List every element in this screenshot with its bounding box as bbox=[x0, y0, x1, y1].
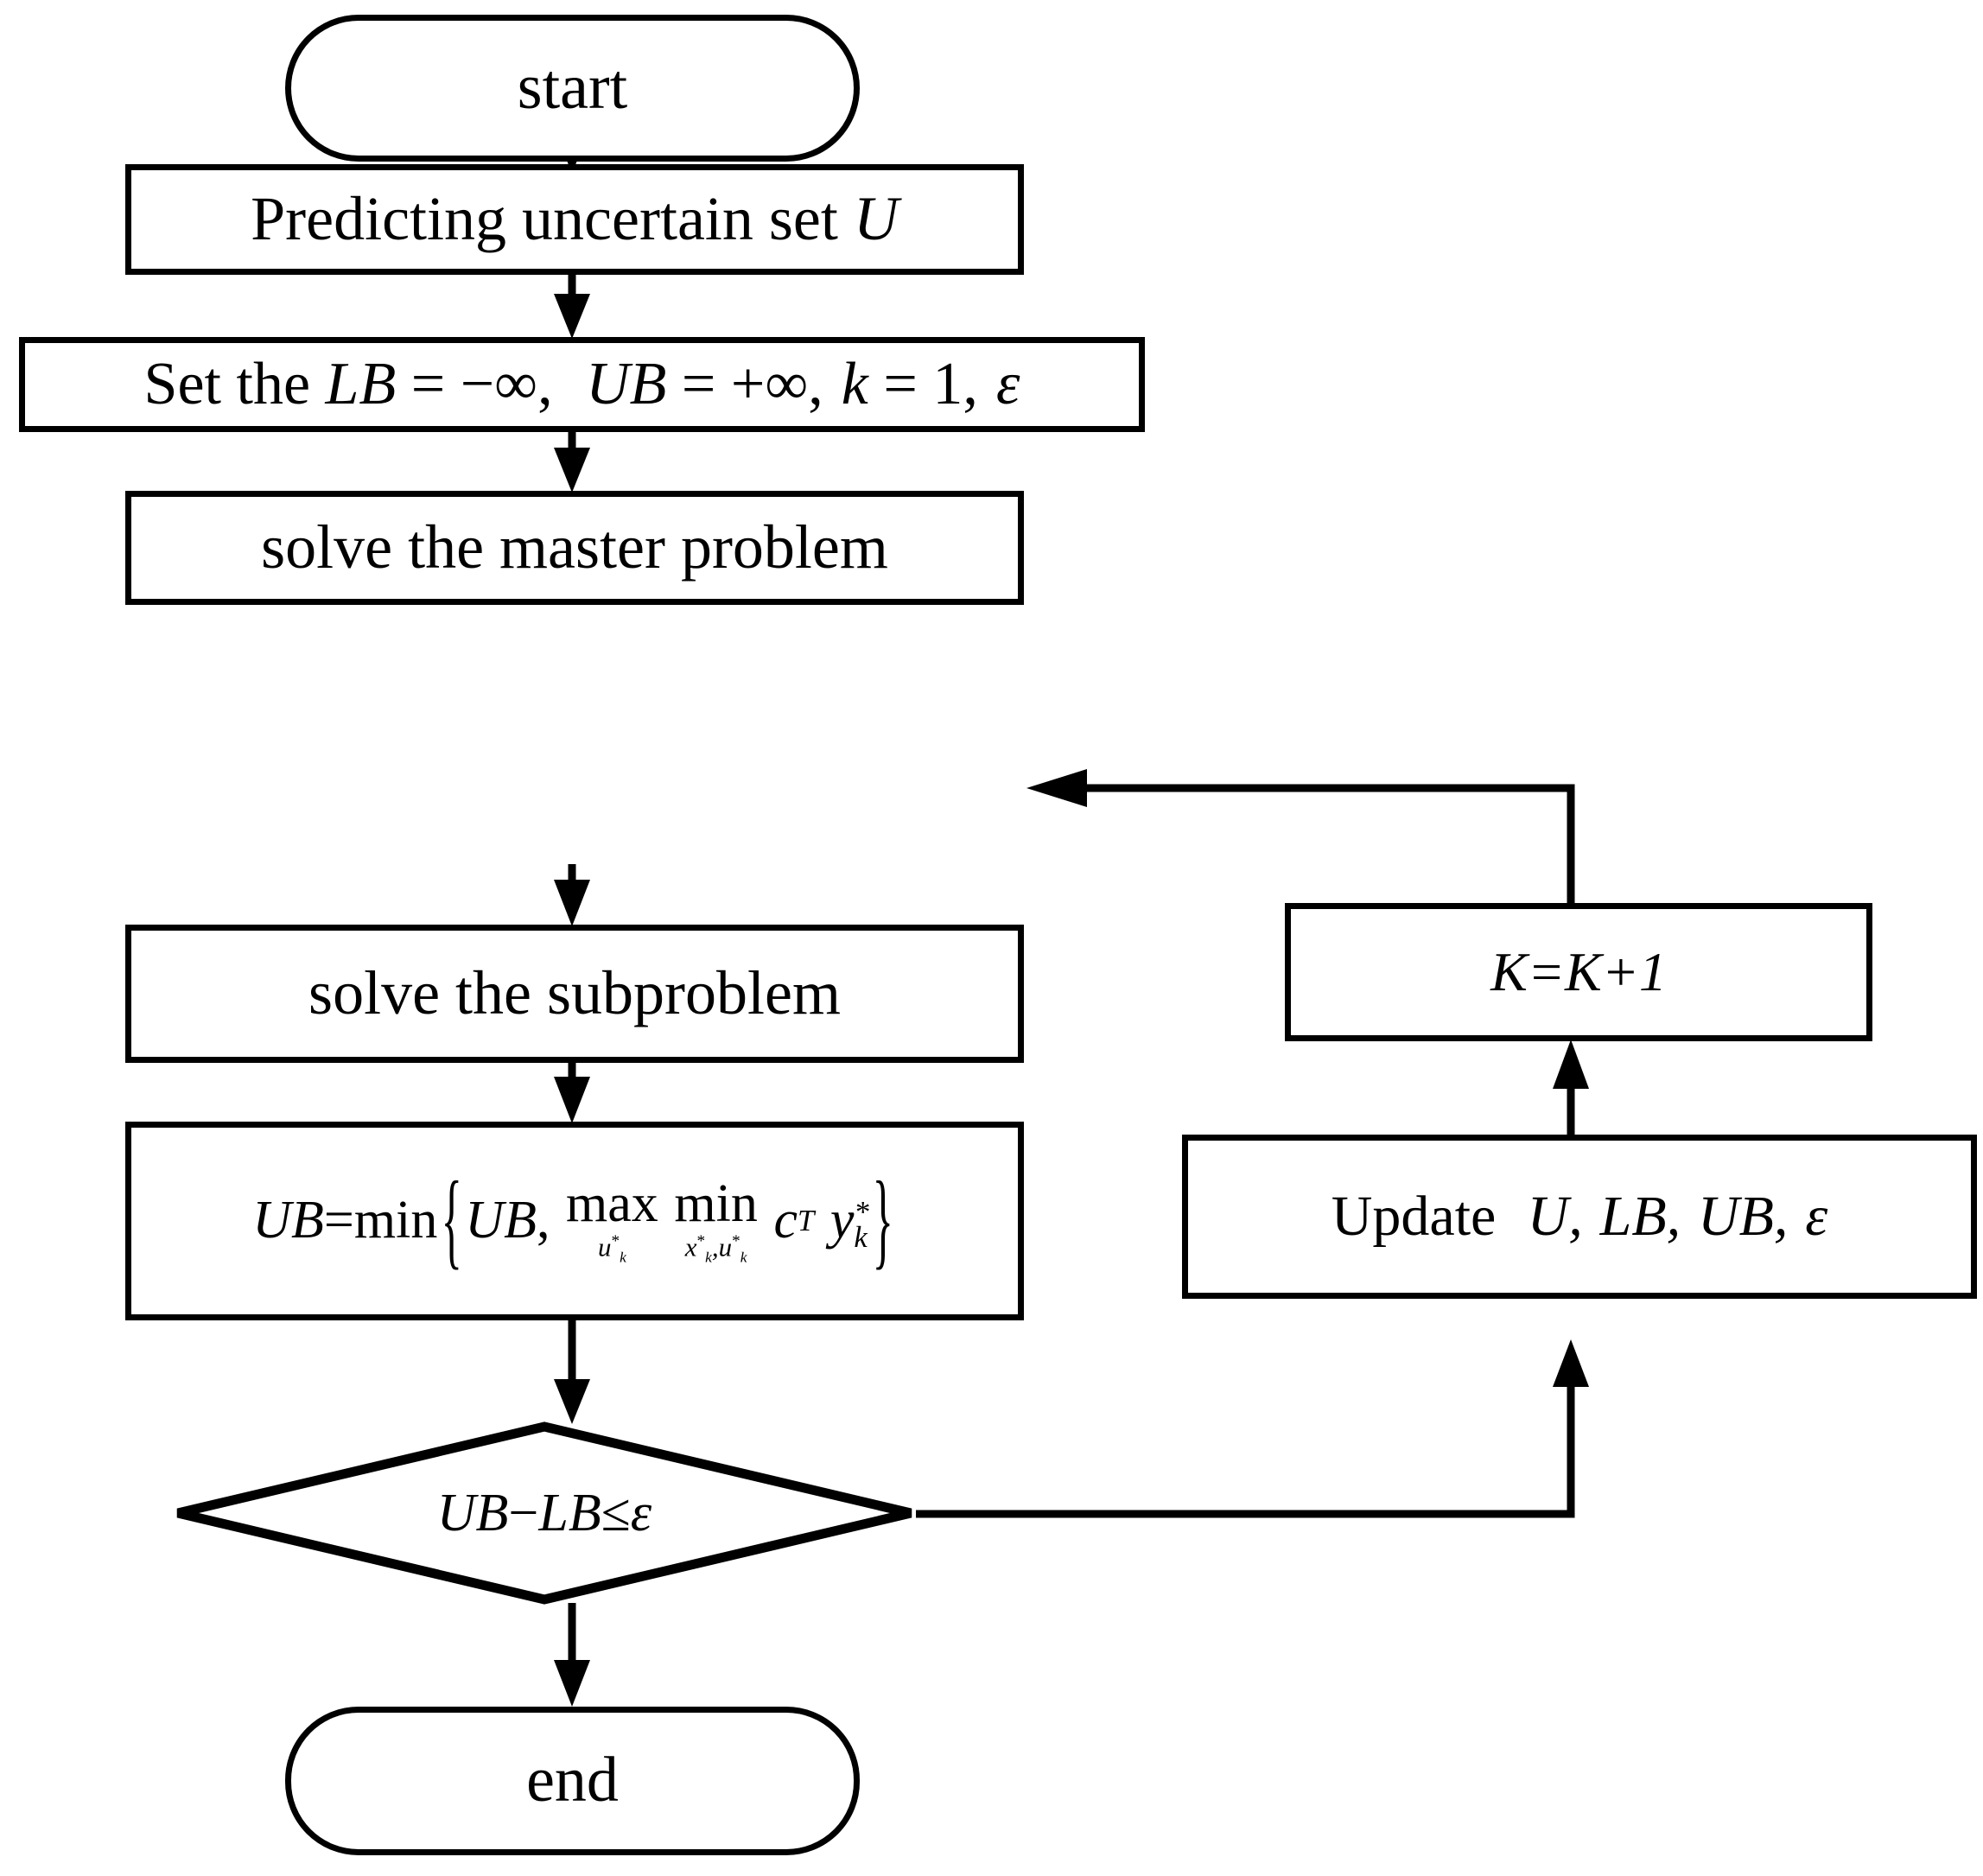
decision-lb: LB bbox=[538, 1483, 601, 1542]
ub-min-sub2-var: u bbox=[718, 1231, 733, 1262]
ub-c-superscript-T: T bbox=[797, 1203, 815, 1237]
update-lb: LB, bbox=[1599, 1185, 1681, 1249]
node-solve-master-problem[interactable]: solve the master problem bbox=[125, 491, 1024, 605]
ub-eq: = bbox=[323, 1191, 354, 1250]
node-initialize-label: Set the LB = −∞, UB = +∞, k = 1, ε bbox=[144, 353, 1020, 417]
node-start[interactable]: start bbox=[285, 15, 860, 162]
ub-brace-open: { bbox=[441, 1158, 462, 1281]
ub-min-sub-idx: k bbox=[705, 1249, 712, 1266]
update-u: U, bbox=[1527, 1185, 1583, 1249]
arrowhead-update-increment bbox=[1553, 1040, 1589, 1089]
node-predicting-label: Predicting uncertain set U bbox=[251, 184, 899, 254]
node-end-label: end bbox=[526, 1745, 619, 1816]
predict-prefix: Predicting uncertain set bbox=[251, 184, 854, 254]
init-pos-inf: +∞, bbox=[730, 351, 823, 418]
ub-min-outer: min bbox=[353, 1191, 438, 1250]
arrowhead-decision-end bbox=[554, 1660, 590, 1707]
ub-y: y bbox=[829, 1191, 855, 1250]
init-epsilon: ε bbox=[995, 351, 1020, 418]
ub-min-sub-var: x bbox=[684, 1231, 697, 1262]
init-prefix: Set the bbox=[143, 351, 326, 418]
ub-max-subscript: u*k bbox=[598, 1231, 626, 1266]
node-increment-label: K=K+1 bbox=[1490, 941, 1667, 1003]
node-predicting-uncertain-set[interactable]: Predicting uncertain set U bbox=[125, 164, 1024, 275]
node-decision-convergence[interactable]: UB − LB ≤ ε bbox=[173, 1421, 916, 1605]
node-decision-label: UB − LB ≤ ε bbox=[173, 1421, 916, 1605]
ub-c: c bbox=[773, 1191, 798, 1250]
init-ub: UB bbox=[586, 351, 667, 418]
init-lb: LB bbox=[325, 351, 397, 418]
init-k: k bbox=[841, 351, 868, 418]
ub-arg1: UB bbox=[465, 1191, 537, 1250]
node-initialize[interactable]: Set the LB = −∞, UB = +∞, k = 1, ε bbox=[19, 337, 1145, 432]
ub-y-subscript-k: k bbox=[854, 1220, 868, 1255]
decision-epsilon: ε bbox=[630, 1483, 652, 1542]
ub-max-op: max bbox=[566, 1174, 658, 1234]
ub-min-subscript: x*k,u*k bbox=[684, 1231, 747, 1266]
ub-min-op: min bbox=[674, 1174, 758, 1234]
init-eq3: = 1, bbox=[868, 351, 978, 418]
node-start-label: start bbox=[517, 52, 628, 124]
arrowhead-decision-update bbox=[1553, 1339, 1589, 1387]
arrowhead-sub-ub bbox=[554, 1077, 590, 1123]
ub-max-sub-idx: k bbox=[620, 1249, 626, 1266]
arrowhead-increment-master bbox=[1026, 769, 1087, 807]
update-ub: UB, bbox=[1697, 1185, 1789, 1249]
ub-brace-close: } bbox=[872, 1158, 893, 1281]
decision-diamond-shape bbox=[176, 1421, 912, 1605]
arrowhead-init-master bbox=[554, 448, 590, 493]
node-update-params[interactable]: Update U,LB,UB,ε bbox=[1182, 1135, 1977, 1299]
init-eq2: = bbox=[666, 351, 731, 418]
update-prefix: Update bbox=[1331, 1185, 1497, 1249]
ub-min-sub2-idx: k bbox=[740, 1249, 747, 1266]
arrowhead-master-sub bbox=[554, 880, 590, 926]
ub-max-sub-var: u bbox=[598, 1231, 612, 1262]
arrowhead-ub-decision bbox=[554, 1379, 590, 1424]
decision-ub: UB bbox=[436, 1483, 509, 1542]
ub-y-indices: *k bbox=[854, 1194, 869, 1255]
node-solve-subproblem[interactable]: solve the subproblem bbox=[125, 925, 1024, 1063]
node-master-label: solve the master problem bbox=[261, 512, 888, 582]
ub-lhs: UB bbox=[252, 1191, 324, 1250]
node-subproblem-label: solve the subproblem bbox=[308, 958, 841, 1028]
ub-comma: , bbox=[536, 1191, 550, 1250]
decision-update-wire bbox=[916, 1383, 1575, 1518]
init-neg-inf: −∞, bbox=[460, 351, 553, 418]
node-end[interactable]: end bbox=[285, 1707, 860, 1855]
node-increment-k[interactable]: K=K+1 bbox=[1285, 903, 1872, 1041]
node-update-label: Update U,LB,UB,ε bbox=[1332, 1186, 1827, 1246]
arrowhead-predict-init bbox=[554, 294, 590, 339]
update-epsilon: ε bbox=[1805, 1185, 1828, 1249]
decision-minus: − bbox=[508, 1483, 539, 1542]
increment-master-wire bbox=[1084, 784, 1575, 903]
ub-y-superscript-star: * bbox=[854, 1194, 869, 1229]
predict-var-U: U bbox=[853, 184, 899, 254]
decision-leq: ≤ bbox=[601, 1483, 631, 1542]
init-eq1: = bbox=[396, 351, 461, 418]
